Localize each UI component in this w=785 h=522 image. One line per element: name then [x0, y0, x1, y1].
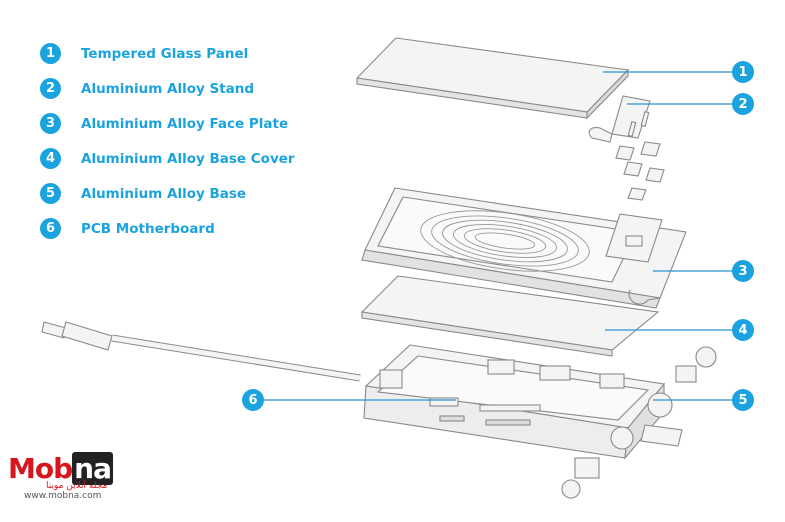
callout-lines — [262, 71, 738, 401]
legend-number-5: 5 — [40, 183, 61, 204]
legend-item-6: 6 PCB Motherboard — [40, 211, 295, 246]
aluminium-stand — [588, 95, 651, 143]
pcb-motherboard — [376, 355, 650, 421]
logo-prefix: Mob — [8, 452, 73, 485]
aluminium-base-cover — [360, 275, 660, 357]
side-buttons — [561, 346, 717, 499]
legend-label-2: Aluminium Alloy Stand — [81, 80, 255, 97]
callout-3: 3 — [732, 260, 754, 282]
callout-4: 4 — [732, 319, 754, 341]
tempered-glass-panel — [355, 37, 630, 120]
callout-1: 1 — [732, 61, 754, 83]
legend-label-4: Aluminium Alloy Base Cover — [81, 150, 295, 167]
callout-2: 2 — [732, 93, 754, 115]
legend-label-5: Aluminium Alloy Base — [81, 185, 247, 202]
legend-label-1: Tempered Glass Panel — [81, 45, 249, 62]
legend-item-5: 5 Aluminium Alloy Base — [40, 176, 295, 211]
aluminium-base — [363, 344, 666, 460]
parts-legend: 1 Tempered Glass Panel 2 Aluminium Alloy… — [40, 36, 295, 246]
legend-number-1: 1 — [40, 43, 61, 64]
logo-box: na — [72, 452, 113, 485]
aluminium-face-plate — [361, 187, 687, 309]
legend-number-6: 6 — [40, 218, 61, 239]
legend-item-4: 4 Aluminium Alloy Base Cover — [40, 141, 295, 176]
mobna-logo: Mobna — [8, 452, 113, 485]
legend-label-3: Aluminium Alloy Face Plate — [81, 115, 289, 132]
usb-c-cable — [41, 321, 361, 382]
legend-number-2: 2 — [40, 78, 61, 99]
callout-5: 5 — [732, 389, 754, 411]
mobna-watermark: Mobna مجله آنلاین موبنا www.mobna.com — [8, 452, 113, 501]
watermark-subtitle: مجله آنلاین موبنا — [46, 481, 108, 491]
legend-number-4: 4 — [40, 148, 61, 169]
legend-label-6: PCB Motherboard — [81, 220, 215, 237]
legend-item-2: 2 Aluminium Alloy Stand — [40, 71, 295, 106]
legend-item-1: 1 Tempered Glass Panel — [40, 36, 295, 71]
callout-6: 6 — [242, 389, 264, 411]
legend-item-3: 3 Aluminium Alloy Face Plate — [40, 106, 295, 141]
watermark-url: www.mobna.com — [24, 491, 102, 501]
legend-number-3: 3 — [40, 113, 61, 134]
small-components — [615, 141, 665, 201]
